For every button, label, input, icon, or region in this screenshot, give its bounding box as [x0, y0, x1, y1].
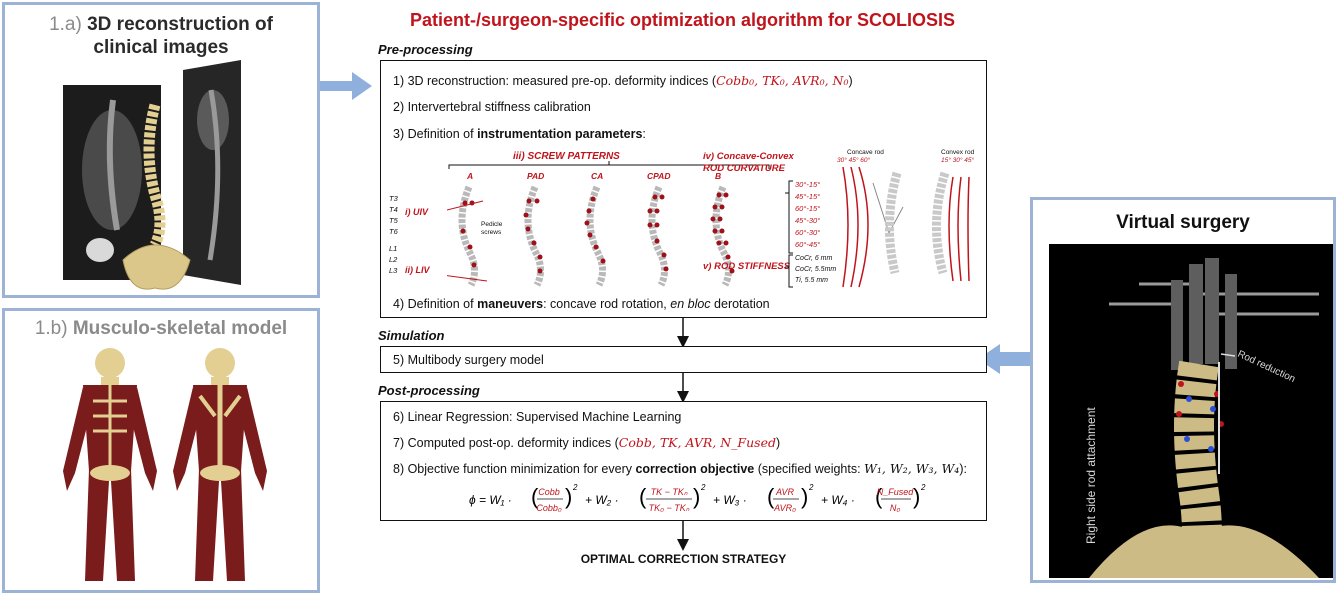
- term4-num: N_Fused: [877, 487, 915, 497]
- pattern-cpad: CPAD: [647, 171, 671, 181]
- pedicle-screws-label: Pedicle screws: [481, 221, 503, 236]
- panel-1b-title: 1.b) Musculo-skeletal model: [34, 318, 288, 339]
- term4-exp: 2: [920, 483, 926, 492]
- svg-text:): ): [693, 484, 700, 509]
- section-pre-processing: Pre-processing: [378, 42, 473, 57]
- stiffness-brace: [785, 254, 793, 288]
- diagram-title: Patient-/surgeon-specific optimization a…: [409, 10, 956, 30]
- rod-stiffness-label: v) ROD STIFFNESS: [703, 261, 791, 272]
- panel-3d-reconstruction: 1.a) 3D reconstruction of clinical image…: [2, 2, 320, 298]
- spine-screw-patterns: [447, 185, 735, 287]
- convex-rod-label: Convex rod 15° 30° 45°: [941, 149, 975, 164]
- objective-formula: ϕ = W₁ · ( Cobb Cobb₀ ) 2 + W₂ · ( TK − …: [469, 483, 926, 513]
- arrow-1a-to-step1: [320, 72, 372, 100]
- term2-den: TK₀ − TKₙ: [649, 503, 690, 513]
- svg-text:(: (: [531, 484, 539, 509]
- panel-1a-title: 1.a) 3D reconstruction of clinical image…: [49, 14, 273, 58]
- term2-exp: 2: [700, 483, 706, 492]
- screw-patterns-label: iii) SCREW PATTERNS: [513, 151, 620, 162]
- uiv-label: i) UIV: [405, 207, 429, 217]
- panel-virtual-surgery: Virtual surgery Rod reduction Right side…: [1030, 197, 1336, 583]
- svg-text:): ): [565, 484, 572, 509]
- box-post-processing: 6) Linear Regression: Supervised Machine…: [380, 401, 987, 521]
- final-output: OPTIMAL CORRECTION STRATEGY: [580, 552, 787, 566]
- step-1-vars: Cobb₀, TK₀, AVR₀, N₀: [716, 73, 849, 88]
- term1-num: Cobb: [538, 487, 560, 497]
- step-5: 5) Multibody surgery model: [393, 353, 544, 367]
- rod-curvature-label: iv) Concave-Convex ROD CURVATURE: [703, 151, 794, 174]
- step-4: 4) Definition of maneuvers: concave rod …: [393, 297, 770, 311]
- screw-pattern-bracket: [448, 161, 770, 169]
- curvature-brace: [785, 180, 793, 254]
- svg-text:): ): [801, 484, 808, 509]
- formula-plus4: + W₄ ·: [821, 493, 855, 507]
- term3-den: AVR₀: [773, 503, 796, 513]
- svg-text:): ): [913, 484, 920, 509]
- step-8: 8) Objective function minimization for e…: [393, 461, 967, 476]
- svg-text:(: (: [875, 484, 883, 509]
- step-1: 1) 3D reconstruction: measured pre-op. d…: [393, 73, 853, 88]
- term2-num: TK − TKₙ: [651, 487, 688, 497]
- step-2: 2) Intervertebral stiffness calibration: [393, 100, 591, 114]
- section-simulation: Simulation: [378, 328, 445, 343]
- term1-den: Cobb₀: [536, 503, 562, 513]
- concave-rod-label: Concave rod 30° 45° 60°: [837, 149, 884, 164]
- formula-lhs: ϕ = W₁ ·: [469, 493, 512, 507]
- virtual-surgery-title: Virtual surgery: [1116, 212, 1250, 233]
- section-post-processing: Post-processing: [378, 383, 480, 398]
- step-3: 3) Definition of instrumentation paramet…: [393, 127, 646, 141]
- liv-label: ii) LIV: [405, 265, 430, 275]
- musculoskeletal-figures: [63, 348, 267, 581]
- box-simulation: 5) Multibody surgery model: [380, 346, 987, 373]
- term3-exp: 2: [808, 483, 814, 492]
- svg-text:(: (: [639, 484, 647, 509]
- box-pre-processing: 1) 3D reconstruction: measured pre-op. d…: [380, 60, 987, 318]
- body-back: [173, 348, 267, 581]
- step-6: 6) Linear Regression: Supervised Machine…: [393, 410, 682, 424]
- formula-plus2: + W₂ ·: [585, 493, 619, 507]
- panel-musculoskeletal-model: 1.b) Musculo-skeletal model: [2, 308, 320, 593]
- svg-text:(: (: [767, 484, 775, 509]
- annotation-right-side-rod: Right side rod attachment: [1084, 407, 1098, 544]
- stiffness-values: CoCr, 6 mm CoCr, 5.5mm Ti, 5.5 mm: [795, 255, 837, 284]
- formula-plus3: + W₃ ·: [713, 493, 747, 507]
- surgery-render: Rod reduction Right side rod attachment: [1049, 244, 1333, 578]
- term3-num: AVR: [775, 487, 795, 497]
- pattern-ca: CA: [591, 171, 604, 181]
- term4-den: N₀: [890, 503, 900, 513]
- body-front: [63, 348, 157, 581]
- step-7: 7) Computed post-op. deformity indices (…: [393, 435, 781, 450]
- instrumentation-illustration: iii) SCREW PATTERNS A PAD CA CPAD B T3 T…: [385, 149, 983, 291]
- pelvis-3d-model: [122, 244, 191, 290]
- radiograph-illustration: [63, 60, 241, 290]
- curvature-values: 30°-15° 45°-15° 60°-15° 45°-30° 60°-30° …: [795, 180, 821, 249]
- spine-3d-model: [143, 103, 166, 248]
- level-labels-upper: T3 T4 T5 T6: [389, 194, 398, 236]
- term1-exp: 2: [572, 483, 578, 492]
- rods-and-spines: [842, 166, 970, 288]
- pattern-pad: PAD: [527, 171, 545, 181]
- level-labels-lower: L1 L2 L3: [389, 244, 398, 275]
- pattern-a: A: [467, 171, 474, 181]
- pattern-b: B: [715, 171, 722, 181]
